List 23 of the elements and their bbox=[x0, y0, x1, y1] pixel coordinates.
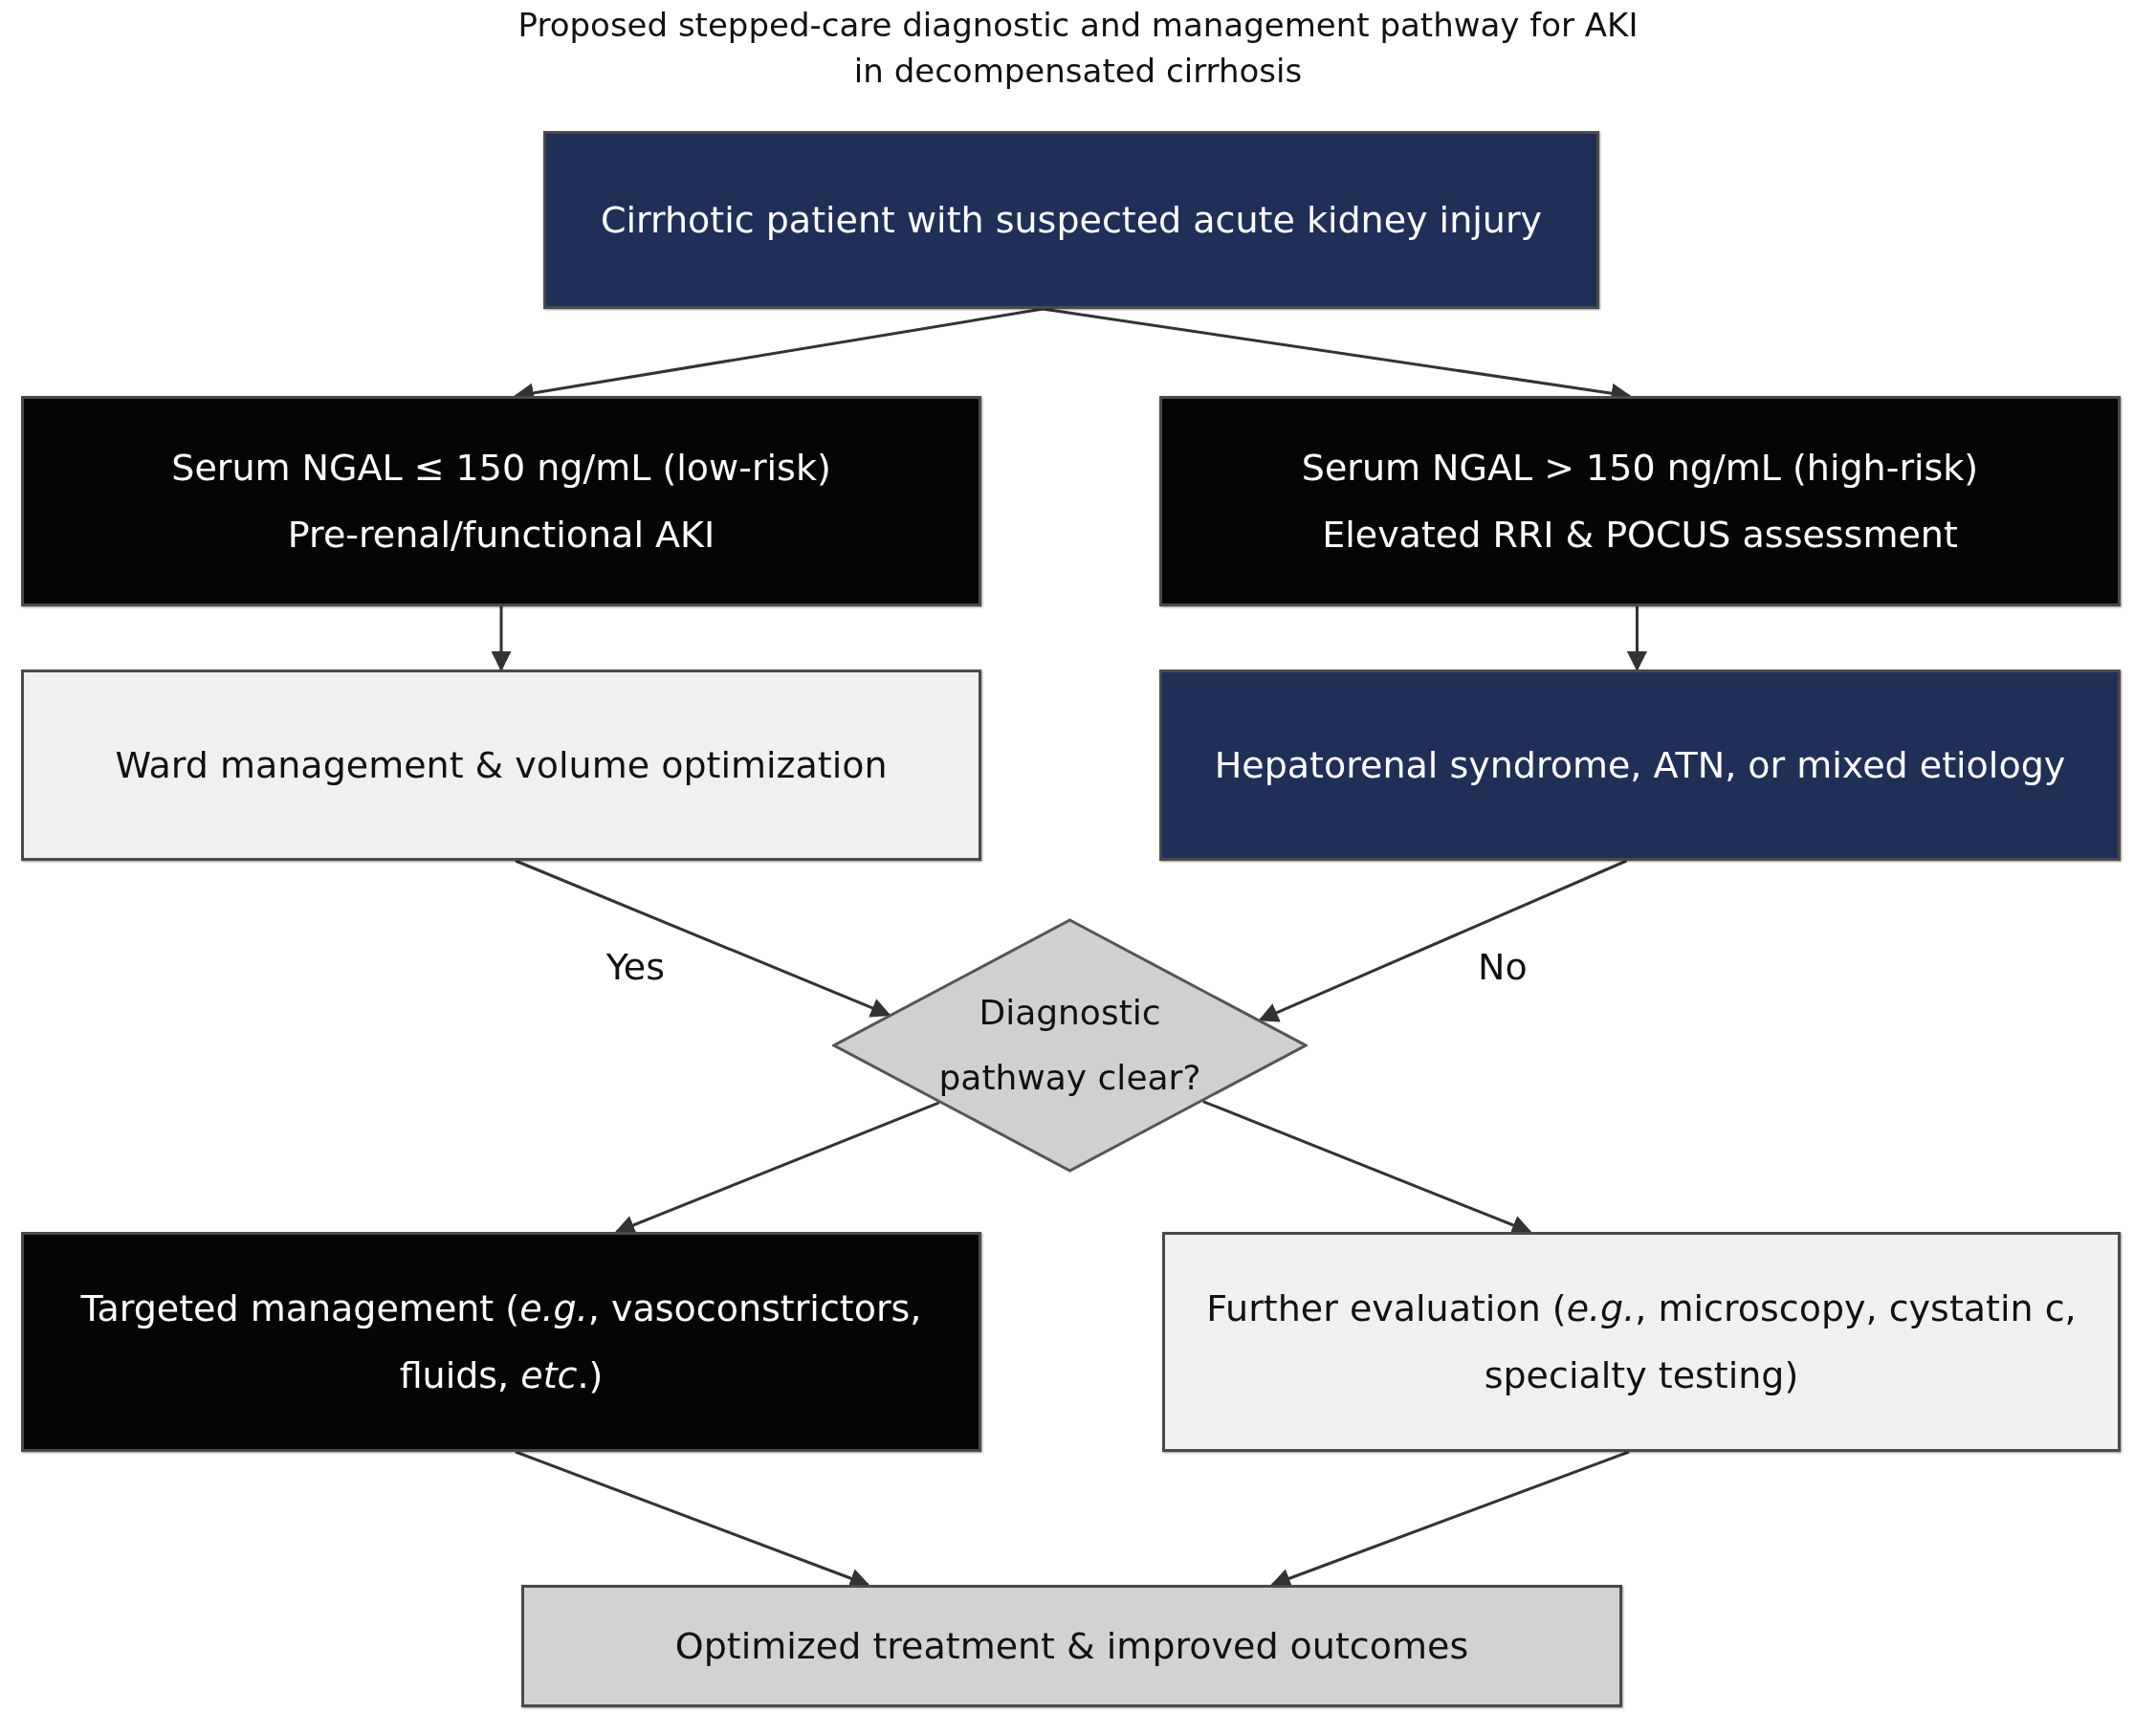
process-box bbox=[21, 396, 981, 606]
box-text: Serum NGAL > 150 ng/mL (high-risk) bbox=[1300, 446, 1980, 491]
box-text: Pre-renal/functional AKI bbox=[286, 513, 716, 558]
box-text: Diagnostic pathway clear? bbox=[937, 992, 1202, 1099]
diagram-title: Proposed stepped-care diagnostic and management pathway for AKI in decompensated cirrhosis bbox=[517, 5, 1639, 92]
box-text: Cirrhotic patient with suspected acute kidney injury bbox=[599, 198, 1544, 243]
box-text: Elevated RRI & POCUS assessment bbox=[1321, 513, 1959, 558]
start-box bbox=[543, 131, 1599, 309]
box-text: Optimized treatment & improved outcomes bbox=[673, 1624, 1470, 1669]
box-text: Serum NGAL ≤ 150 ng/mL (low-risk) bbox=[170, 446, 832, 491]
process-box bbox=[1159, 396, 2121, 606]
box-text: Targeted management (e.g., vasoconstrictors, fluids, etc.) bbox=[79, 1286, 923, 1398]
arrow bbox=[515, 859, 891, 1018]
arrow bbox=[1258, 859, 1628, 1022]
process-box bbox=[21, 670, 981, 861]
box-text: Further evaluation (e.g., microscopy, cystatin c, specialty testing) bbox=[1205, 1286, 2078, 1398]
decision-diamond bbox=[832, 918, 1308, 1173]
box-text: Hepatorenal syndrome, ATN, or mixed etiology bbox=[1213, 743, 2067, 788]
outcome-box bbox=[521, 1585, 1622, 1707]
process-box bbox=[21, 1232, 981, 1452]
box-text: Ward management & volume optimization bbox=[114, 743, 889, 788]
process-box bbox=[1162, 1232, 2121, 1452]
process-box bbox=[1159, 670, 2121, 861]
